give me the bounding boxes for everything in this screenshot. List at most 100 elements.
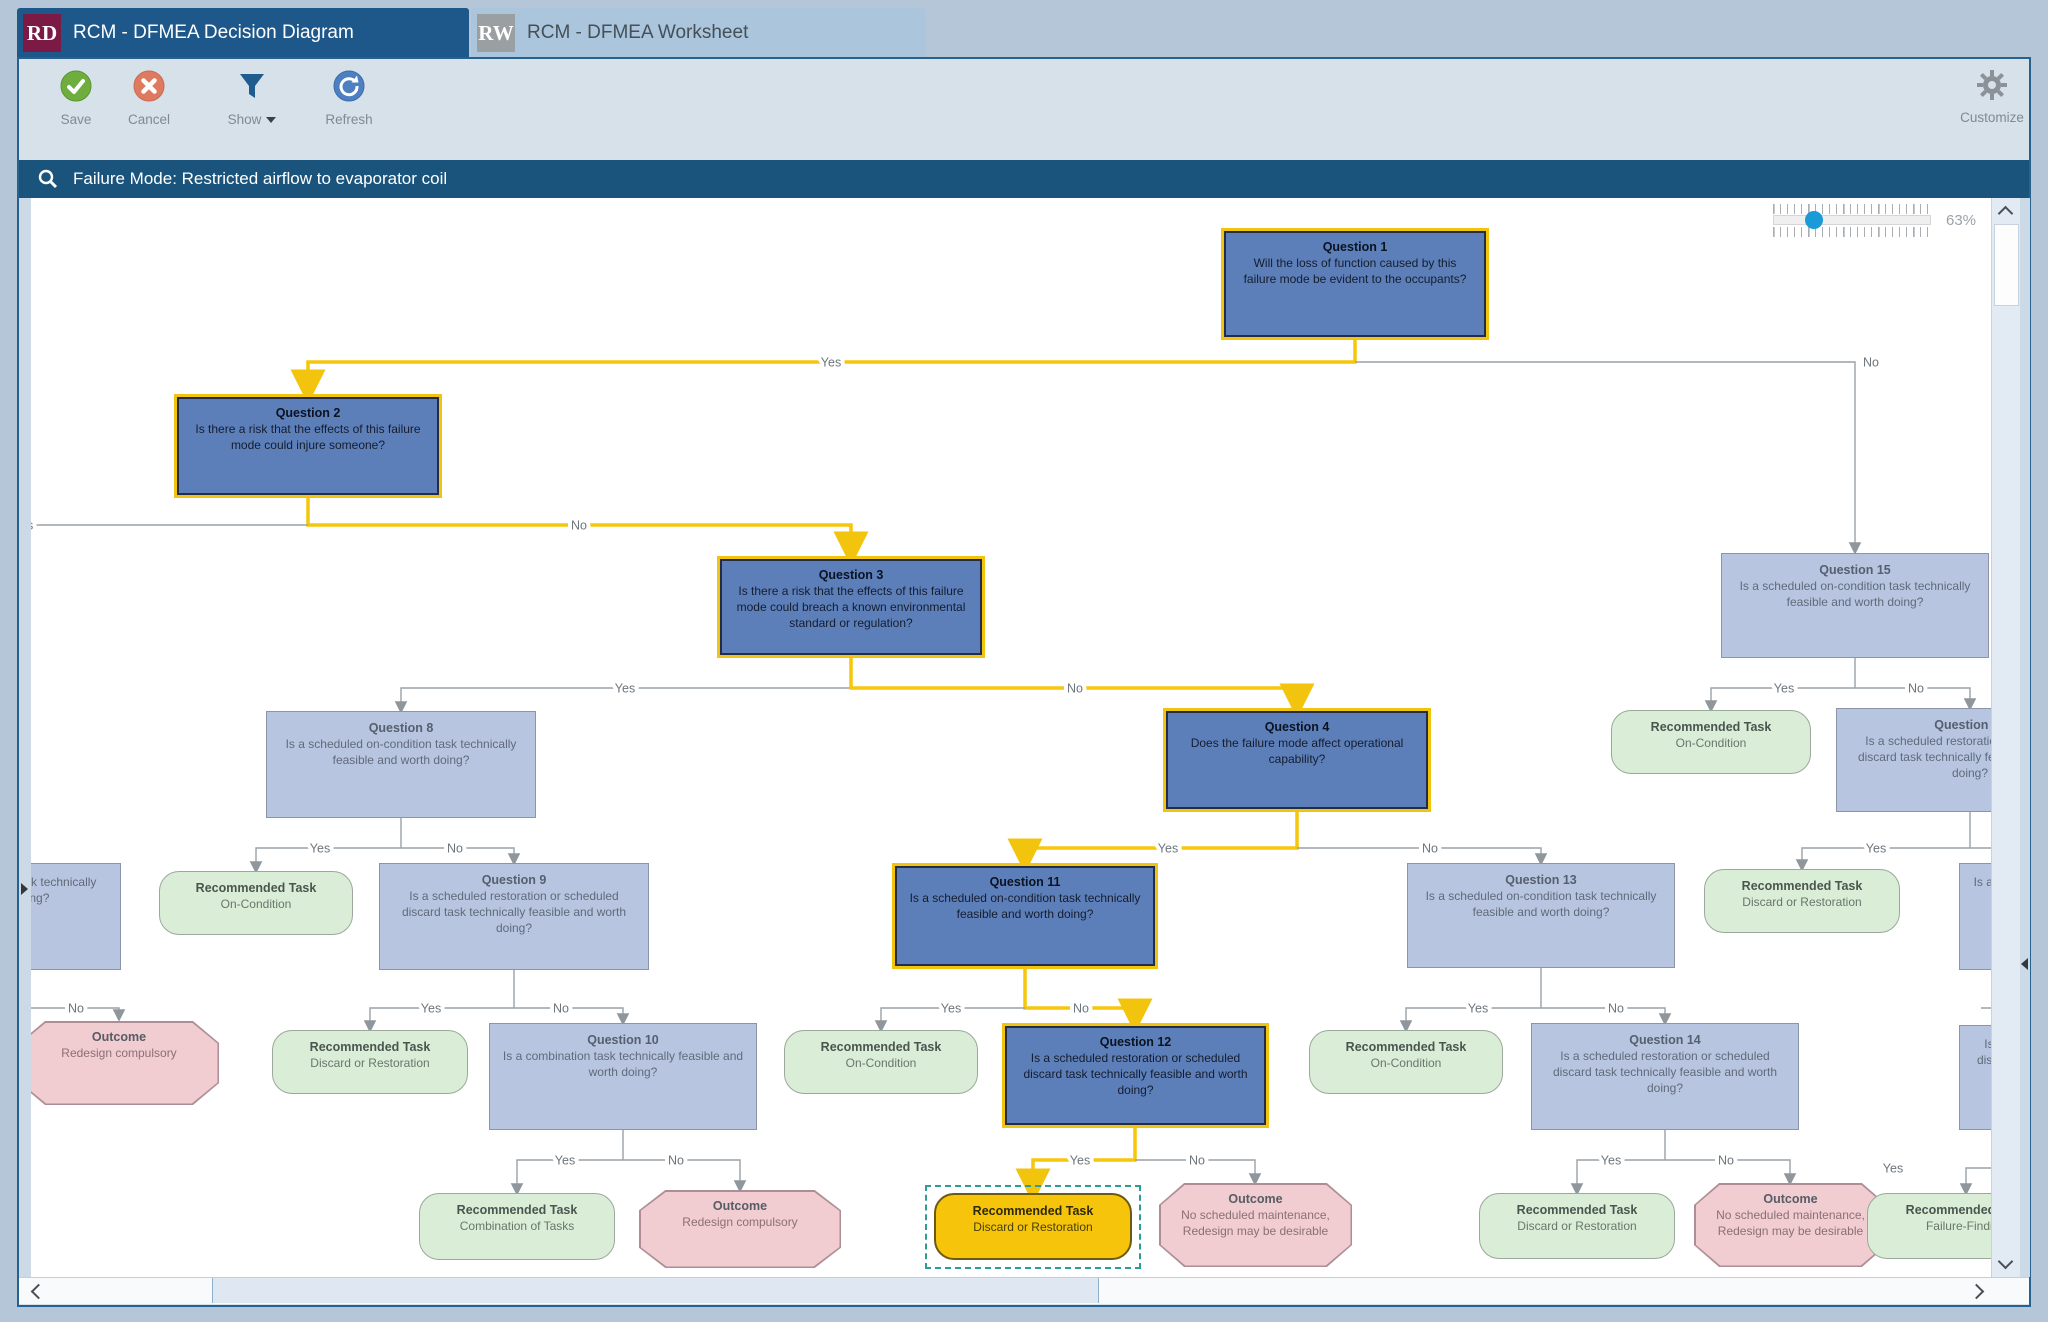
node-title: Question 4 (1264, 720, 1330, 734)
zoom-slider-thumb[interactable] (1805, 211, 1823, 229)
connector-no (1541, 1007, 1672, 1026)
show-button[interactable]: Show (213, 70, 291, 127)
node-title: Question 3 (818, 568, 884, 582)
node-text: Combination of Tasks (459, 1219, 575, 1233)
node-title: Recommended Task (1741, 879, 1863, 893)
node-task-failure-finding[interactable]: Recommended TaskFailure-Finding (1867, 1193, 1991, 1259)
node-title: Question 14 (1629, 1033, 1701, 1047)
node-title: Recommended Task (195, 881, 317, 895)
zoom-slider[interactable] (1773, 204, 1933, 240)
node-question-left-partial[interactable]: Is a scheduled on-condition task technic… (31, 863, 121, 970)
save-label: Save (60, 112, 92, 127)
node-text: Is a scheduled restoration or scheduled … (1552, 1049, 1778, 1096)
connector-yes (1015, 1128, 1137, 1204)
scroll-up-icon[interactable] (1997, 205, 2014, 222)
scroll-right-icon[interactable] (1968, 1283, 1985, 1300)
cancel-icon (133, 70, 165, 107)
node-title: Recommended Task (1905, 1203, 1991, 1217)
tab-worksheet[interactable]: RW RCM - DFMEA Worksheet (471, 8, 926, 58)
connector-no (623, 1159, 747, 1193)
node-text: Discard or Restoration (1517, 1219, 1637, 1233)
node-title: Recommended Task (820, 1040, 942, 1054)
node-text: Is a scheduled on-condition task technic… (1739, 579, 1971, 610)
edge-label: Yes (1601, 1154, 1621, 1168)
horizontal-scrollbar[interactable] (19, 1277, 2029, 1304)
cancel-button[interactable]: Cancel (113, 70, 185, 127)
node-title: Recommended Task (456, 1203, 578, 1217)
customize-button[interactable]: Customize (1948, 70, 2036, 125)
node-question-right-partial-1[interactable]: Is a scheduled on-condition task technic… (1959, 863, 1991, 970)
connector-yes (1795, 812, 1971, 872)
edge-label: No (1608, 1002, 1624, 1016)
vertical-scrollbar[interactable] (1991, 198, 2020, 1277)
connector-no (1355, 361, 1862, 555)
save-button[interactable]: Save (45, 70, 107, 127)
refresh-button[interactable]: Refresh (311, 70, 387, 127)
zoom-slider-ticks-bottom (1773, 227, 1931, 237)
edge-label: Yes (1070, 1154, 1090, 1168)
decision-diagram-canvas[interactable]: YesNoNoYesYesNoYesNoYesNoYesNoNoYesNoNoY… (31, 198, 1991, 1277)
node-text: Is a scheduled restoration or scheduled … (1857, 734, 1991, 781)
edge-label: Yes (1866, 842, 1886, 856)
vertical-scrollbar-thumb[interactable] (1994, 224, 2019, 306)
node-text: Discard or Restoration (1742, 895, 1862, 909)
zoom-slider-track[interactable] (1773, 215, 1931, 225)
scroll-left-icon[interactable] (30, 1283, 47, 1300)
node-question-right-partial-2[interactable]: Is a scheduled restoration or scheduled … (1959, 1025, 1991, 1130)
connector-yes (1704, 658, 1856, 713)
selection-outline (925, 1185, 1141, 1269)
connector-yes (249, 818, 402, 874)
edge-label: Yes (615, 682, 635, 696)
node-title: Recommended Task (1650, 720, 1772, 734)
expand-right-panel-icon[interactable] (2021, 958, 2028, 970)
tab-decision-diagram[interactable]: RD RCM - DFMEA Decision Diagram (17, 8, 469, 58)
node-question-16[interactable]: Question 16Is a scheduled restoration or… (1836, 708, 1991, 812)
tab-rw-badge: RW (477, 14, 515, 52)
horizontal-scrollbar-thumb[interactable] (212, 1278, 1099, 1303)
node-text: Redesign compulsory (682, 1215, 798, 1229)
failure-mode-header: Failure Mode: Restricted airflow to evap… (19, 160, 2029, 198)
customize-label: Customize (1960, 110, 2024, 125)
right-panel-splitter[interactable] (2019, 198, 2030, 1277)
scroll-down-icon[interactable] (1997, 1253, 2014, 1270)
connector-no (1135, 1159, 1262, 1186)
node-title: Outcome (1763, 1192, 1818, 1206)
connector-no (849, 658, 1315, 719)
node-text: Is there a risk that the effects of this… (195, 422, 421, 453)
node-question-14[interactable]: Question 14 Is a scheduled restoration or… (1531, 1023, 1799, 1130)
connector-no (514, 1007, 630, 1026)
node-text: Is a scheduled restoration or scheduled … (1023, 1051, 1248, 1098)
node-text: Is a scheduled on-condition task technic… (285, 737, 517, 768)
node-title: Outcome (1228, 1192, 1283, 1206)
edge-label: No (1067, 682, 1083, 696)
edge-label: Yes (1774, 682, 1794, 696)
node-text: On-Condition (220, 897, 292, 911)
edge-label: No (447, 842, 463, 856)
edge-label: Yes (821, 356, 841, 370)
expand-left-panel-icon[interactable] (21, 883, 28, 895)
